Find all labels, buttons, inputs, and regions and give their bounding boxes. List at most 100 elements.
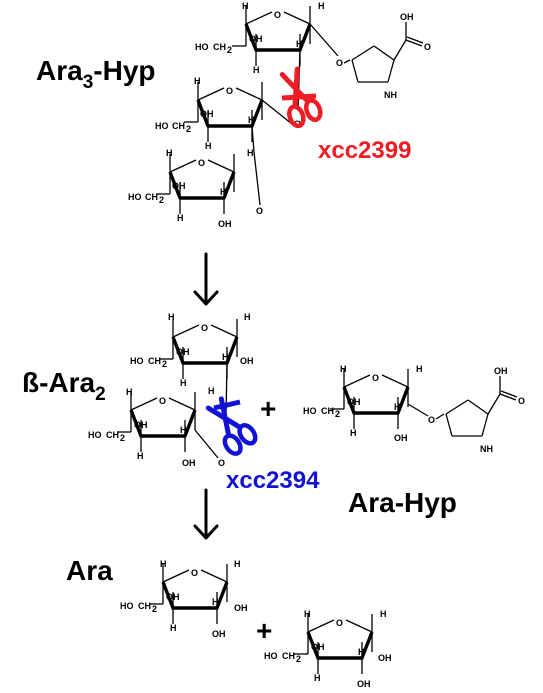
svg-text:OH: OH — [200, 109, 214, 119]
svg-text:CH: CH — [213, 42, 226, 52]
svg-text:OH: OH — [172, 181, 186, 191]
svg-text:H: H — [137, 451, 144, 461]
svg-text:H: H — [380, 609, 387, 619]
svg-text:OH: OH — [134, 420, 148, 430]
svg-text:HO: HO — [303, 406, 317, 416]
svg-text:O: O — [336, 58, 343, 68]
svg-text:OH: OH — [182, 458, 196, 468]
svg-text:H: H — [180, 425, 187, 435]
svg-text:CH: CH — [172, 121, 185, 131]
ara-hyp-label: Ara-Hyp — [348, 487, 457, 518]
enzyme-xcc2394-label: xcc2394 — [226, 467, 320, 494]
svg-text:H: H — [394, 402, 401, 412]
svg-text:OH: OH — [234, 603, 248, 613]
svg-text:HO: HO — [155, 121, 169, 131]
svg-text:OH: OH — [218, 219, 232, 229]
svg-text:CH: CH — [321, 406, 334, 416]
svg-text:HO: HO — [88, 430, 102, 440]
svg-text:O: O — [191, 568, 198, 578]
svg-text:HO: HO — [264, 651, 278, 661]
svg-text:HO: HO — [120, 601, 134, 611]
reaction-arrow-1 — [193, 252, 219, 306]
svg-text:OH: OH — [400, 12, 414, 22]
svg-text:H: H — [253, 65, 260, 75]
svg-text:2: 2 — [152, 604, 157, 614]
svg-text:H: H — [212, 597, 219, 607]
svg-text:O: O — [218, 458, 225, 468]
svg-text:OH: OH — [378, 653, 392, 663]
svg-text:OH: OH — [311, 642, 325, 652]
svg-text:O: O — [256, 206, 263, 216]
svg-text:2: 2 — [296, 654, 301, 664]
reaction-arrow-2 — [193, 488, 219, 540]
svg-text:NH: NH — [480, 444, 493, 454]
svg-text:OH: OH — [212, 629, 226, 639]
svg-text:H: H — [205, 141, 212, 151]
svg-text:OH: OH — [249, 34, 263, 44]
svg-text:H: H — [296, 39, 303, 49]
svg-text:2: 2 — [159, 195, 164, 205]
svg-text:H: H — [340, 364, 347, 374]
cleavage-mark-1 — [281, 93, 317, 101]
svg-text:2: 2 — [162, 359, 167, 369]
svg-text:2: 2 — [335, 409, 340, 419]
hydroxyproline-ring-a: O NH OH O — [336, 12, 431, 100]
svg-text:OH: OH — [394, 433, 408, 443]
svg-text:OH: OH — [347, 397, 361, 407]
svg-text:CH: CH — [148, 356, 161, 366]
beta-ara2-label: ß-Ara2 — [22, 367, 106, 405]
svg-text:H: H — [160, 559, 167, 569]
svg-text:H: H — [244, 312, 251, 322]
svg-text:HO: HO — [130, 356, 144, 366]
svg-text:H: H — [194, 76, 201, 86]
svg-text:2: 2 — [186, 124, 191, 134]
svg-text:H: H — [180, 378, 187, 388]
svg-text:HO: HO — [128, 192, 142, 202]
svg-text:OH: OH — [357, 679, 371, 689]
svg-text:O: O — [198, 158, 205, 168]
svg-text:O: O — [226, 86, 233, 96]
svg-text:CH: CH — [138, 601, 151, 611]
svg-text:H: H — [247, 148, 254, 158]
plus-sign-small: + — [260, 393, 276, 424]
svg-text:H: H — [234, 559, 241, 569]
sugar-ring-b: O H OH H H HO CH2 O — [155, 76, 301, 151]
plus-sign-big: + — [256, 615, 272, 646]
svg-text:H: H — [318, 1, 325, 11]
svg-text:OH: OH — [176, 347, 190, 357]
svg-text:H: H — [208, 386, 215, 396]
svg-text:OH: OH — [494, 366, 508, 376]
svg-text:H: H — [248, 115, 255, 125]
svg-text:NH: NH — [384, 90, 397, 100]
svg-text:CH: CH — [145, 192, 158, 202]
svg-text:O: O — [159, 396, 166, 406]
svg-text:O: O — [424, 42, 431, 52]
svg-text:HO: HO — [195, 42, 209, 52]
svg-text:H: H — [304, 609, 311, 619]
svg-text:H: H — [358, 647, 365, 657]
enzyme-xcc2399-label: xcc2399 — [318, 137, 411, 164]
svg-text:H: H — [350, 428, 357, 438]
ara-label: Ara — [66, 555, 113, 586]
svg-text:H: H — [170, 623, 177, 633]
svg-text:H: H — [220, 187, 227, 197]
svg-text:2: 2 — [120, 433, 125, 443]
svg-text:O: O — [372, 373, 379, 383]
svg-text:OH: OH — [240, 356, 254, 366]
svg-text:O: O — [274, 10, 281, 20]
svg-text:OH: OH — [166, 592, 180, 602]
cleavage-mark-2 — [213, 399, 241, 411]
svg-text:O: O — [336, 618, 343, 628]
svg-text:H: H — [166, 148, 173, 158]
svg-text:H: H — [222, 352, 229, 362]
ara3-hyp-label: Ara3-Hyp — [36, 55, 156, 93]
svg-text:O: O — [518, 396, 525, 406]
